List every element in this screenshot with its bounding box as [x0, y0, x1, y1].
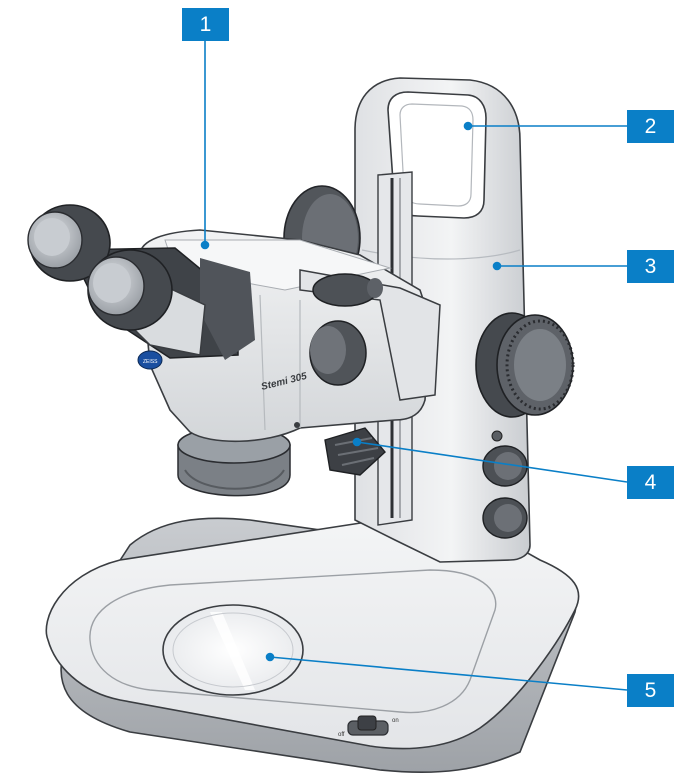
brand-badge-text: ZEISS: [143, 359, 158, 365]
leader-dot-3: [494, 263, 501, 270]
leader-dot-1: [202, 242, 209, 249]
focus-knob: [476, 313, 573, 417]
leader-dot-5: [267, 654, 274, 661]
switch-mark-on: on: [392, 718, 399, 724]
callout-1: 1: [182, 8, 229, 41]
stage-plate: [163, 605, 303, 695]
callout-4: 4: [627, 466, 674, 499]
callout-5: 5: [627, 674, 674, 707]
leader-dot-4: [354, 439, 361, 446]
eyepieces: [28, 205, 255, 360]
switch-mark-off: off: [338, 732, 345, 738]
callout-3: 3: [627, 250, 674, 283]
leader-dot-2: [465, 123, 472, 130]
callout-2: 2: [627, 110, 674, 143]
